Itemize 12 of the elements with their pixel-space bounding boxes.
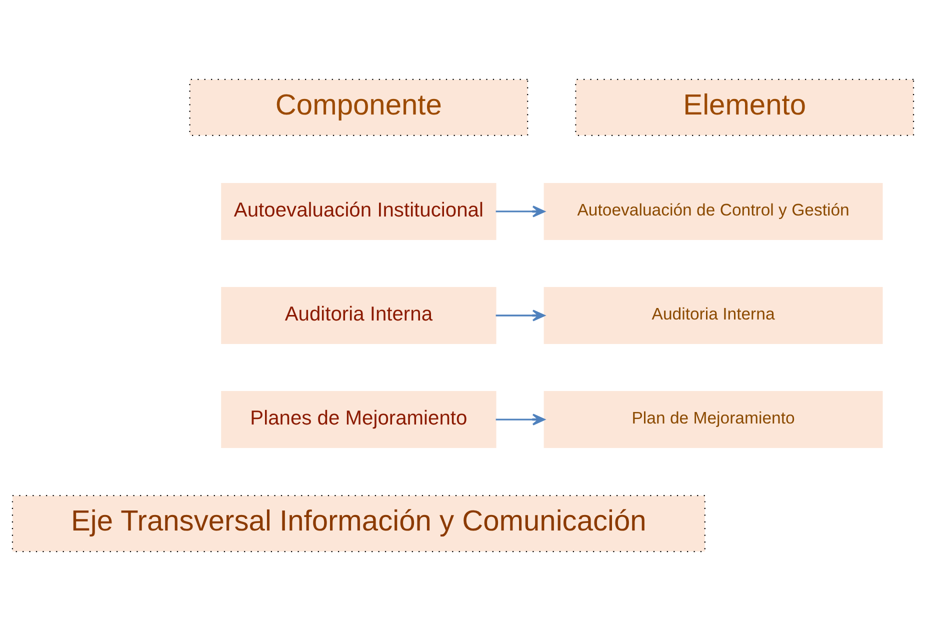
- node-box: Plan de Mejoramiento: [544, 390, 883, 448]
- arrow: [496, 205, 546, 217]
- node-box: Eje Transversal Información y Comunicación: [12, 494, 706, 552]
- node-box: Auditoria Interna: [221, 286, 496, 344]
- node-box: Autoevaluación Institucional: [221, 182, 496, 240]
- node-box: Autoevaluación de Control y Gestión: [544, 182, 883, 240]
- arrow: [496, 309, 546, 321]
- node-box: Componente: [189, 78, 528, 136]
- node-box: Auditoria Interna: [544, 286, 883, 344]
- node-box: Elemento: [575, 78, 914, 136]
- arrow: [496, 413, 546, 425]
- node-box: Planes de Mejoramiento: [221, 390, 496, 448]
